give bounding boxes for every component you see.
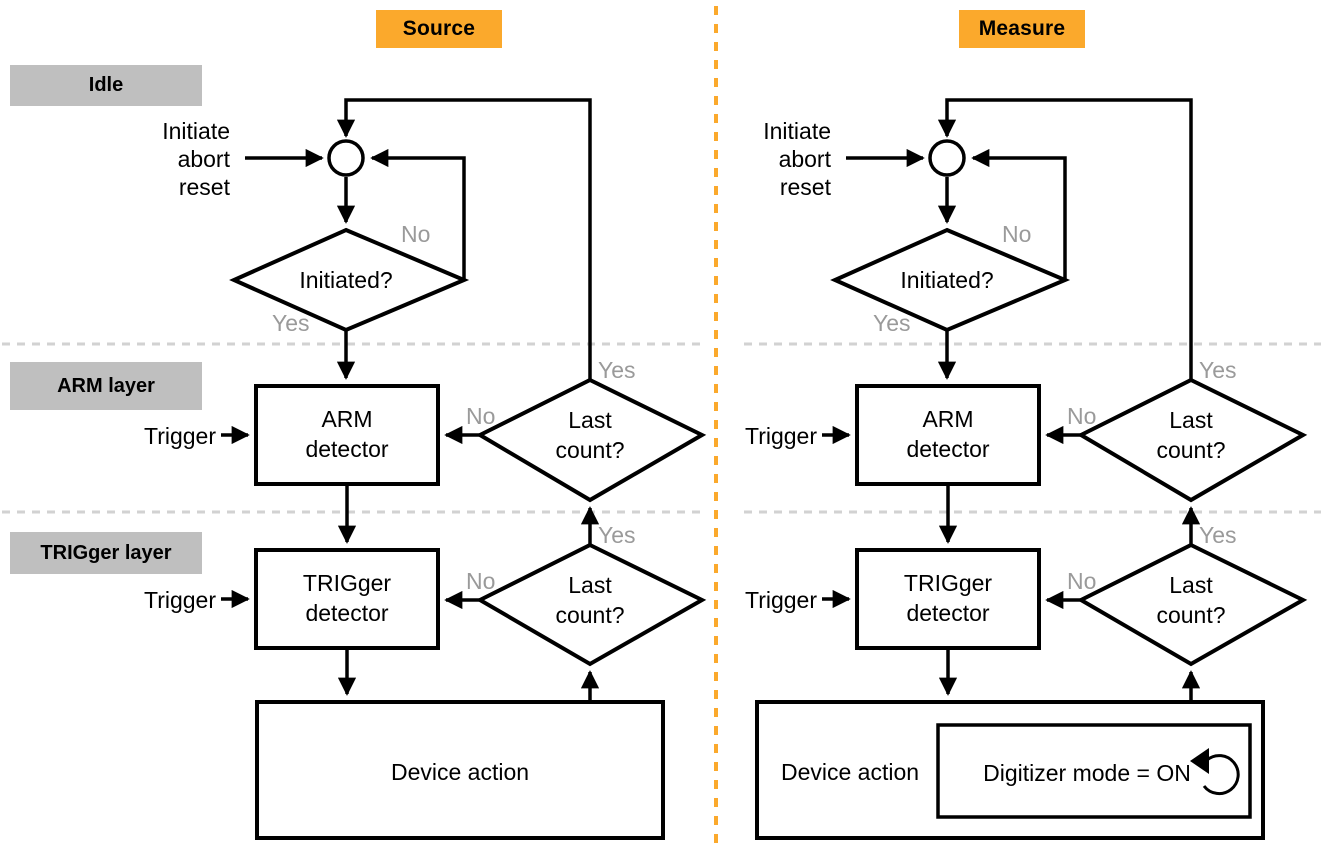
source-trig-lastcount-yes-label: Yes — [598, 522, 636, 548]
source-arm-detector-box — [254, 384, 440, 486]
source-trig-detector-label-1: TRIGger — [303, 570, 392, 596]
source-trig-lastcount-label-2: count? — [555, 602, 624, 628]
header-badge-measure: Measure — [959, 10, 1085, 48]
source-arm-lastcount-yes-label: Yes — [598, 357, 636, 383]
source-arm-lastcount-label-1: Last — [568, 407, 612, 433]
layer-badge-arm: ARM layer — [10, 362, 202, 410]
measure-trig-lastcount-label-2: count? — [1156, 602, 1225, 628]
measure-digitizer-mode-label: Digitizer mode = ON — [983, 760, 1191, 786]
measure-trig-lastcount-diamond — [1076, 542, 1308, 667]
source-trig-detector-box — [254, 548, 440, 650]
measure-trig-detector-box — [855, 548, 1041, 650]
loop-refresh-icon — [1190, 748, 1240, 796]
source-trig-trigger-label: Trigger — [144, 587, 216, 613]
measure-device-action-label: Device action — [781, 759, 919, 785]
measure-trig-lastcount-label-1: Last — [1169, 572, 1213, 598]
measure-initiated-no-label: No — [1002, 221, 1031, 247]
measure-arm-lastcount-label-2: count? — [1156, 437, 1225, 463]
source-trig-detector-label-2: detector — [305, 600, 388, 626]
measure-idle-input-label-3: reset — [780, 174, 832, 200]
layer-badge-trigger: TRIGger layer — [10, 532, 202, 574]
source-outer-return-path — [336, 98, 592, 500]
source-arm-detector-label-2: detector — [305, 436, 388, 462]
measure-arm-lastcount-label-1: Last — [1169, 407, 1213, 433]
measure-digitizer-mode-box — [936, 723, 1252, 819]
measure-trig-detector-label-1: TRIGger — [904, 570, 993, 596]
header-badge-source-label: Source — [402, 17, 476, 40]
layer-badge-idle-label: Idle — [88, 74, 124, 96]
measure-arm-detector-label-1: ARM — [922, 406, 973, 432]
header-badge-measure-label: Measure — [978, 17, 1066, 40]
source-arm-lastcount-diamond — [475, 377, 707, 503]
source-arm-detector-label-1: ARM — [321, 406, 372, 432]
column-source: Initiated? ARM detector Last count? TRIG… — [144, 98, 707, 840]
source-trig-lastcount-label-1: Last — [568, 572, 612, 598]
measure-initiated-yes-label: Yes — [873, 310, 911, 336]
measure-arm-trigger-label: Trigger — [745, 423, 817, 449]
source-arm-lastcount-label-2: count? — [555, 437, 624, 463]
measure-idle-input-label-2: abort — [779, 146, 832, 172]
measure-trig-lastcount-no-label: No — [1067, 568, 1096, 594]
source-trig-lastcount-diamond — [475, 542, 707, 667]
measure-arm-lastcount-yes-label: Yes — [1199, 357, 1237, 383]
source-arm-trigger-label: Trigger — [144, 423, 216, 449]
source-initiated-no-label: No — [401, 221, 430, 247]
layer-badge-idle: Idle — [10, 65, 202, 106]
measure-idle-input-label-1: Initiate — [763, 118, 831, 144]
measure-outer-return-path — [937, 98, 1193, 500]
measure-arm-detector-box — [855, 384, 1041, 486]
measure-junction-circle — [928, 139, 966, 177]
measure-trig-lastcount-yes-label: Yes — [1199, 522, 1237, 548]
measure-arm-detector-label-2: detector — [906, 436, 989, 462]
measure-initiated-label: Initiated? — [900, 267, 993, 293]
source-idle-input-label-1: Initiate — [162, 118, 230, 144]
measure-trig-trigger-label: Trigger — [745, 587, 817, 613]
measure-initiated-no-path — [971, 148, 1067, 280]
source-trig-lastcount-no-label: No — [466, 568, 495, 594]
column-measure: Initiated? ARM detector Last count? TRIG… — [745, 98, 1308, 840]
source-junction-circle — [327, 139, 365, 177]
source-initiated-no-path — [370, 148, 466, 280]
layer-badge-trigger-label: TRIGger layer — [40, 541, 172, 564]
source-device-action-box — [255, 700, 665, 840]
measure-trig-detector-label-2: detector — [906, 600, 989, 626]
source-initiated-label: Initiated? — [299, 267, 392, 293]
source-idle-input-label-2: abort — [178, 146, 231, 172]
source-idle-input-label-3: reset — [179, 174, 231, 200]
measure-arm-lastcount-diamond — [1076, 377, 1308, 503]
source-initiated-yes-label: Yes — [272, 310, 310, 336]
source-arm-lastcount-no-label: No — [466, 403, 495, 429]
header-badge-source: Source — [376, 10, 502, 48]
measure-arm-lastcount-no-label: No — [1067, 403, 1096, 429]
layer-badge-arm-label: ARM layer — [57, 374, 155, 397]
source-device-action-label: Device action — [391, 759, 529, 785]
